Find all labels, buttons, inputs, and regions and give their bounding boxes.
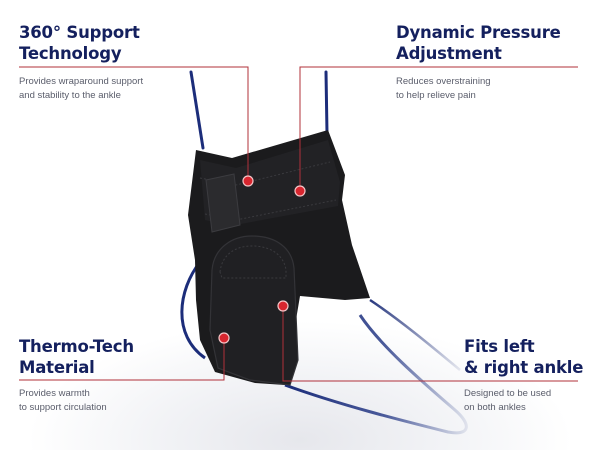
feature-description-line: Reduces overstraining — [396, 76, 491, 87]
feature-title-line: Technology — [19, 44, 122, 63]
feature-title: Dynamic Pressure Adjustment — [396, 22, 561, 64]
feature-description-line: on both ankles — [464, 402, 526, 413]
feature-title-line: 360° Support — [19, 23, 140, 42]
feature-title-line: Adjustment — [396, 44, 502, 63]
feature-support: 360° Support Technology Provides wraparo… — [19, 22, 143, 103]
feature-description-line: Provides warmth — [19, 388, 90, 399]
feature-description: Provides wraparound support and stabilit… — [19, 75, 143, 103]
feature-title-line: Fits left — [464, 337, 535, 356]
feature-description: Provides warmth to support circulation — [19, 387, 134, 415]
feature-description-line: and stability to the ankle — [19, 90, 121, 101]
feature-title-line: Dynamic Pressure — [396, 23, 561, 42]
feature-title-line: Material — [19, 358, 95, 377]
feature-description-line: Provides wraparound support — [19, 76, 144, 87]
feature-description: Reduces overstraining to help relieve pa… — [396, 75, 561, 103]
feature-pressure: Dynamic Pressure Adjustment Reduces over… — [396, 22, 561, 103]
feature-title: 360° Support Technology — [19, 22, 143, 64]
feature-fits: Fits left & right ankle Designed to be u… — [464, 336, 583, 415]
feature-description-line: Designed to be used — [464, 388, 552, 399]
feature-description-line: to support circulation — [19, 402, 107, 413]
feature-title-line: Thermo-Tech — [19, 337, 134, 356]
feature-title: Fits left & right ankle — [464, 336, 583, 378]
feature-title: Thermo-Tech Material — [19, 336, 134, 378]
feature-description: Designed to be used on both ankles — [464, 387, 583, 415]
feature-description-line: to help relieve pain — [396, 90, 476, 101]
feature-thermo: Thermo-Tech Material Provides warmth to … — [19, 336, 134, 415]
feature-title-line: & right ankle — [464, 358, 584, 377]
